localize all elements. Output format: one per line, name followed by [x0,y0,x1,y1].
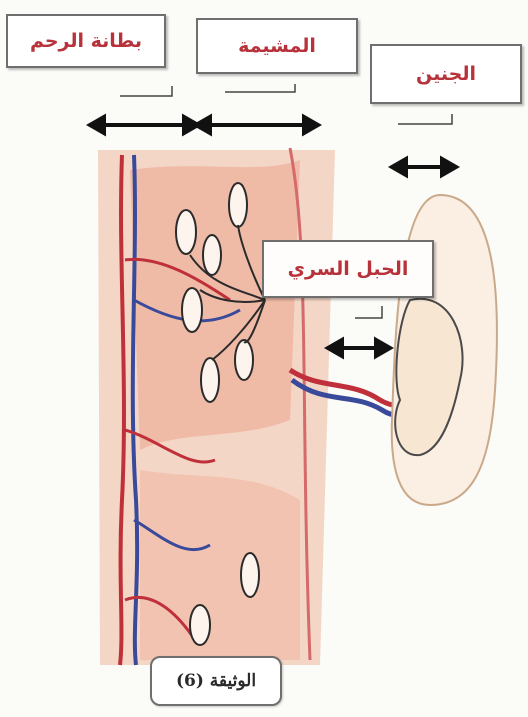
arrowhead [196,117,210,133]
arrowhead [442,159,456,175]
arrowhead [304,117,318,133]
arrowhead [392,159,406,175]
document-label: الوثيقة (6) [150,656,282,706]
uterus-tissue-shade-lower [140,470,300,660]
label-uterus-wall: بطانة الرحم [6,14,166,68]
arrowhead [328,340,342,356]
label-placenta: المشيمة [196,18,358,74]
uterus-tissue-shade [130,160,300,450]
label-embryo: الجنين [370,44,522,104]
arrowhead [376,340,390,356]
arrowhead [90,117,104,133]
label-umbilical-cord: الحبل السري [262,240,434,298]
